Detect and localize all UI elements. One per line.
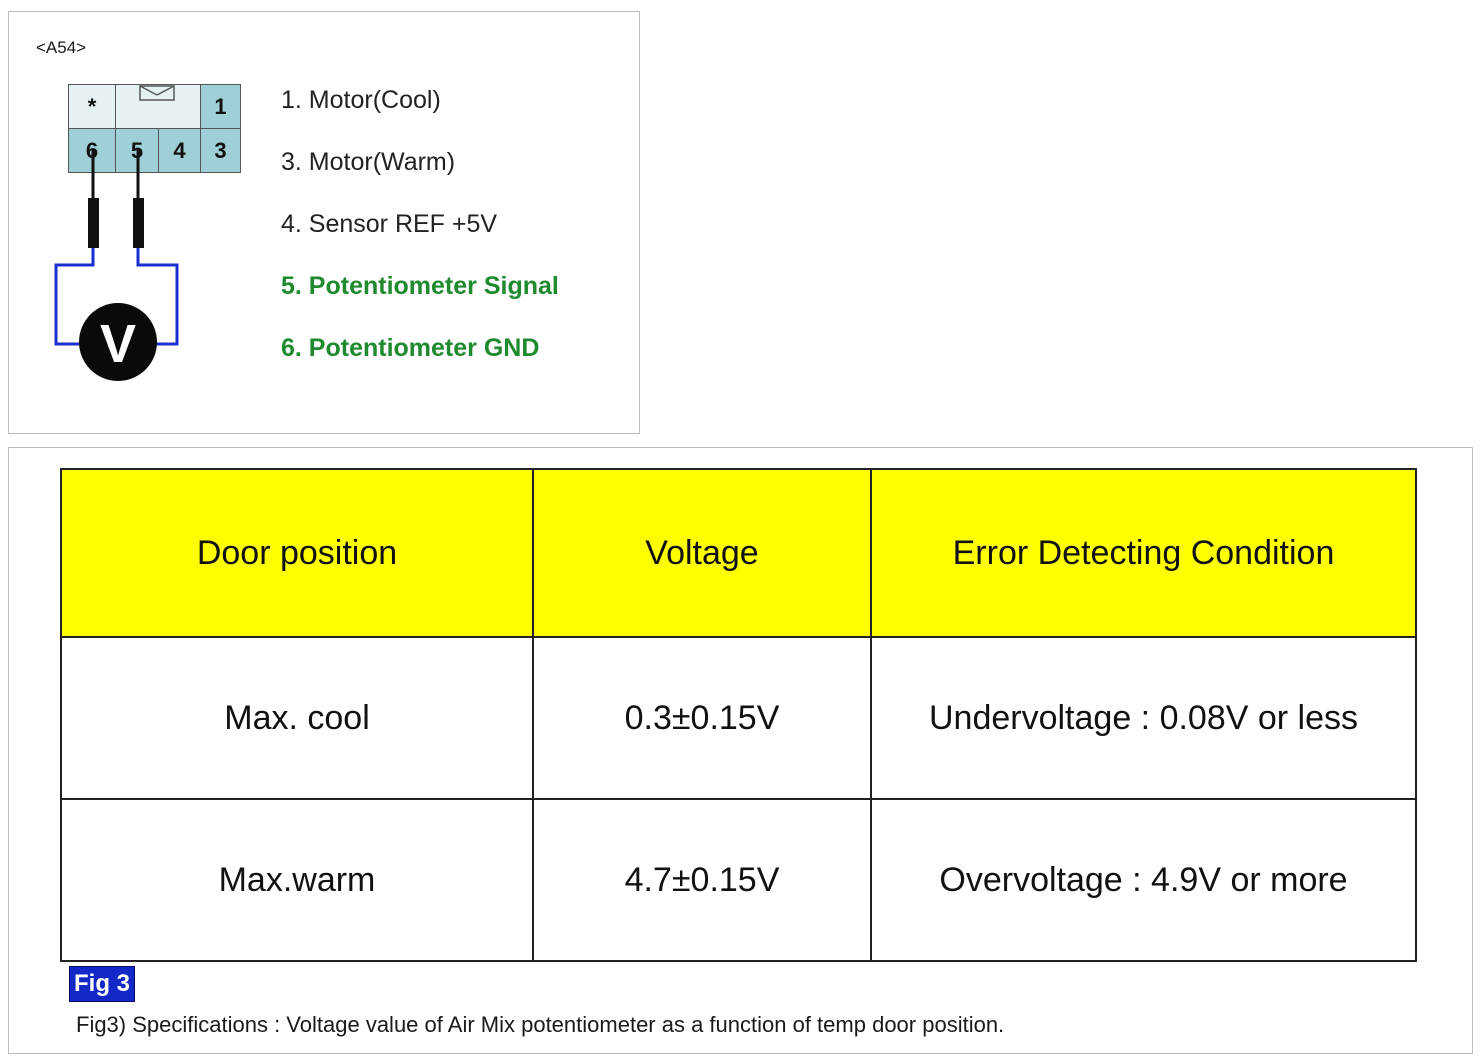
voltmeter-wiring: V: [54, 85, 179, 381]
legend-item-4: 4. Sensor REF +5V: [281, 210, 498, 238]
cell-error-condition: Undervoltage : 0.08V or less: [870, 636, 1417, 800]
header-voltage: Voltage: [532, 468, 872, 638]
legend-item-3: 3. Motor(Warm): [281, 148, 456, 176]
voltmeter-label: V: [100, 314, 136, 374]
wire-gnd: [54, 248, 95, 346]
legend-item-5: 5. Potentiometer Signal: [281, 272, 559, 300]
cell-voltage: 4.7±0.15V: [532, 798, 872, 962]
pin-1: 1: [200, 84, 241, 129]
cell-door-position: Max.warm: [60, 798, 534, 962]
figure-caption: Fig3) Specifications : Voltage value of …: [76, 1012, 1005, 1037]
cell-door-position: Max. cool: [60, 636, 534, 800]
header-door-position: Door position: [60, 468, 534, 638]
probe-5: [133, 198, 144, 248]
voltmeter-icon: [79, 303, 157, 381]
connector-id-label: <A54>: [36, 38, 87, 57]
pin-3: 3: [200, 128, 241, 173]
table-row: Max.warm 4.7±0.15V Overvoltage : 4.9V or…: [60, 798, 1417, 962]
spec-table: Door position Voltage Error Detecting Co…: [60, 468, 1417, 962]
table-header-row: Door position Voltage Error Detecting Co…: [60, 468, 1417, 638]
wire-signal: [136, 248, 179, 346]
pin-blank: [115, 84, 201, 129]
probe-6: [88, 198, 99, 248]
legend-item-1: 1. Motor(Cool): [281, 86, 441, 114]
cell-voltage: 0.3±0.15V: [532, 636, 872, 800]
legend-item-6: 6. Potentiometer GND: [281, 334, 540, 362]
cell-error-condition: Overvoltage : 4.9V or more: [870, 798, 1417, 962]
table-row: Max. cool 0.3±0.15V Undervoltage : 0.08V…: [60, 636, 1417, 800]
header-error-condition: Error Detecting Condition: [870, 468, 1417, 638]
connector-lock-icon: [139, 85, 175, 101]
connector-pin-block: * 1 6 5 4 3: [68, 84, 241, 173]
figure-badge: Fig 3: [69, 966, 136, 1002]
